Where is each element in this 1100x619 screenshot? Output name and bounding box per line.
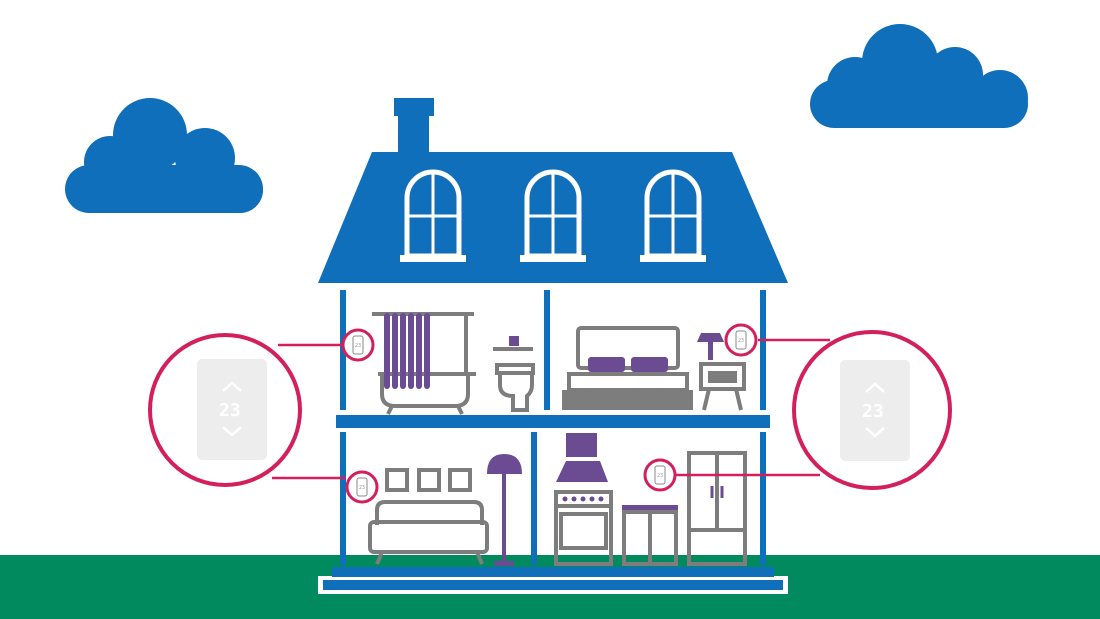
cloud-right xyxy=(810,24,1028,128)
kitchen xyxy=(554,433,747,566)
thermostat-device xyxy=(197,359,267,460)
attic-windows xyxy=(400,172,706,262)
living-room xyxy=(368,454,522,566)
svg-text:23: 23 xyxy=(355,343,361,349)
callout-lines xyxy=(272,338,830,480)
thermostat-callout-right: 23 xyxy=(792,330,952,490)
room-thermostats: 23 xyxy=(341,323,758,504)
bathroom xyxy=(372,312,535,415)
cloud-left xyxy=(65,98,263,213)
chimney xyxy=(394,98,434,154)
thermostat-device xyxy=(840,360,910,461)
svg-text:23: 23 xyxy=(862,401,884,422)
thermostat-callout-left: 23 xyxy=(148,333,302,487)
bedroom xyxy=(562,326,746,411)
svg-text:23: 23 xyxy=(219,400,241,421)
